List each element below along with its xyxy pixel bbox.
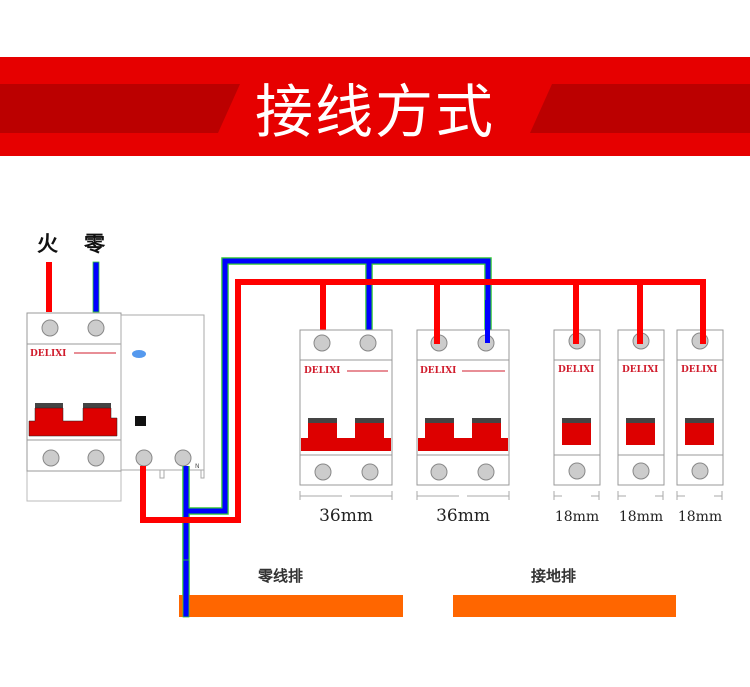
indicator-icon (132, 350, 146, 358)
rcd-module: N (120, 314, 205, 479)
brand-label: DELIXI (304, 366, 340, 376)
live-label: 火 (37, 232, 58, 256)
neutral-supply-wire (92, 261, 100, 313)
neutral-label: 零 (84, 232, 105, 256)
branch-breaker-2p: DELIXI (416, 329, 510, 486)
terminal-icon (87, 319, 105, 337)
neutral-bus-label: 零线排 (258, 567, 304, 585)
width-label: 36mm (436, 506, 490, 526)
ground-bus-label: 接地排 (531, 567, 577, 585)
live-supply-wire (46, 262, 52, 312)
ground-bus-bar (453, 595, 676, 617)
branch-breaker-1p: DELIXI (676, 329, 724, 486)
banner-stripes (0, 84, 750, 133)
banner-stripe-left (0, 84, 240, 133)
terminal-icon (41, 319, 59, 337)
test-button[interactable] (135, 416, 146, 426)
dimension-marks (299, 491, 723, 500)
main-breaker: DELIXI (26, 312, 122, 502)
brand-label: DELIXI (681, 365, 717, 375)
terminal-icon (174, 449, 192, 467)
branch-breaker-2p: DELIXI (299, 329, 393, 486)
branch-breaker-1p: DELIXI (553, 329, 601, 486)
neutral-bus-bar (179, 595, 403, 617)
neutral-wire (182, 257, 492, 602)
brand-label: DELIXI (558, 365, 594, 375)
terminal-icon (87, 449, 105, 467)
width-label: 18mm (618, 509, 664, 525)
width-label: 36mm (319, 506, 373, 526)
title-banner: 接线方式 (0, 57, 750, 156)
rcd-terminal-label: N (195, 463, 200, 470)
terminal-icon (42, 449, 60, 467)
breaker-handle (28, 403, 118, 437)
banner-stripe-right (530, 84, 750, 133)
brand-label: DELIXI (622, 365, 658, 375)
brand-label: DELIXI (420, 366, 456, 376)
width-label: 18mm (554, 509, 600, 525)
branch-breaker-1p: DELIXI (617, 329, 665, 486)
page-title: 接线方式 (254, 77, 495, 146)
width-label: 18mm (677, 509, 723, 525)
brand-label: DELIXI (30, 349, 66, 359)
terminal-icon (135, 449, 153, 467)
